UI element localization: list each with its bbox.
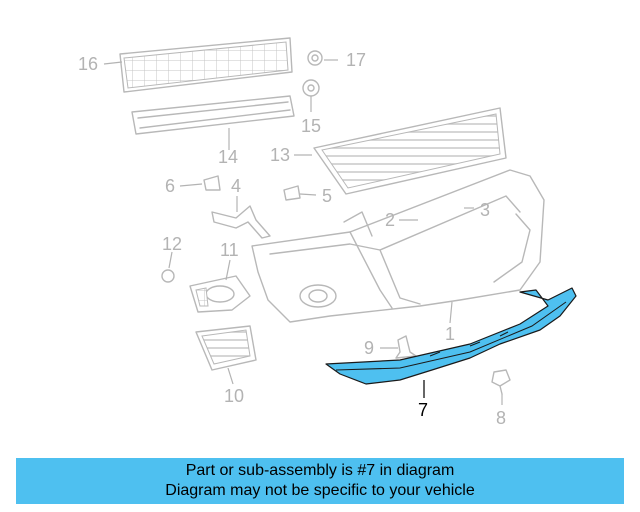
parts-diagram: 16 17 15 14 13 6 4 5 2 3 12 11 1 9 10 8 … xyxy=(78,37,577,428)
part-8-bolt xyxy=(491,369,511,395)
callout-3: 3 xyxy=(480,200,490,220)
callout-13: 13 xyxy=(270,145,290,165)
callout-7: 7 xyxy=(418,400,428,420)
part-14-reinforcement-bar xyxy=(131,95,295,135)
callout-5: 5 xyxy=(322,186,332,206)
callout-15: 15 xyxy=(301,116,321,136)
part-6-clip xyxy=(203,175,221,191)
callout-14: 14 xyxy=(218,147,238,167)
part-7-spoiler-highlighted xyxy=(325,287,577,385)
callout-6: 6 xyxy=(165,176,175,196)
callout-8: 8 xyxy=(496,408,506,428)
callout-12: 12 xyxy=(162,234,182,254)
callout-11: 11 xyxy=(220,240,239,260)
callout-2: 2 xyxy=(385,210,395,230)
part-15-nut xyxy=(302,79,320,97)
part-13-grille xyxy=(313,107,507,195)
caption-line-1: Part or sub-assembly is #7 in diagram xyxy=(185,462,455,479)
part-5-bolt xyxy=(283,185,301,201)
callout-16: 16 xyxy=(78,54,98,74)
caption-line-2: Diagram may not be specific to your vehi… xyxy=(165,482,475,499)
callout-10: 10 xyxy=(224,386,244,406)
part-11-fog-trim xyxy=(189,275,251,313)
part-9-clip xyxy=(395,335,417,359)
callout-leaders xyxy=(103,59,503,405)
part-12-screw xyxy=(161,269,175,283)
part-4-bracket xyxy=(211,205,271,239)
caption-banner: Part or sub-assembly is #7 in diagram Di… xyxy=(16,458,624,504)
callout-9: 9 xyxy=(364,338,374,358)
part-10-lower-grille xyxy=(195,325,257,371)
callout-1: 1 xyxy=(445,324,455,344)
callout-17: 17 xyxy=(346,50,366,70)
part-17-clip xyxy=(307,50,323,66)
part-16-grille-carrier xyxy=(119,37,293,93)
callout-4: 4 xyxy=(231,176,241,196)
